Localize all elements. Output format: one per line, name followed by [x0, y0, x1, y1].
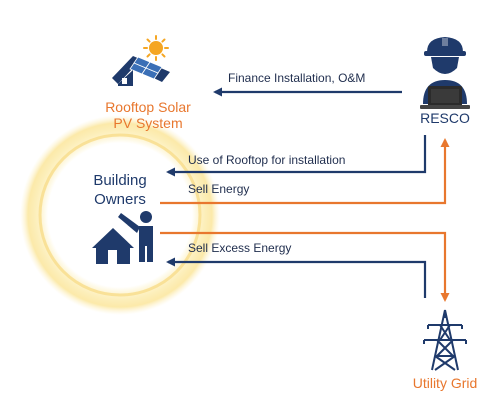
owners-glow-ring	[38, 133, 202, 297]
building-owners-label: Building Owners	[72, 172, 168, 210]
utility-grid-label: Utility Grid	[412, 375, 478, 391]
rooftop-solar-line2: PV System	[113, 115, 183, 131]
sell-energy-flow-label: Sell Energy	[188, 182, 250, 196]
sun-icon	[143, 35, 169, 61]
sell-excess-flow-label: Sell Excess Energy	[188, 241, 292, 255]
building-owners-line1: Building	[93, 172, 147, 189]
rooftop-arrow	[166, 135, 427, 177]
rooftop-solar-label: Rooftop Solar PV System	[98, 100, 198, 130]
rooftop-solar-line1: Rooftop Solar	[105, 99, 191, 115]
resco-label: RESCO	[420, 110, 470, 126]
rooftop-flow-label: Use of Rooftop for installation	[188, 153, 346, 167]
building-owners-line2: Owners	[94, 190, 146, 208]
finance-flow-label: Finance Installation, O&M	[228, 71, 366, 85]
excess-to-grid-arrow	[160, 231, 450, 302]
sell-excess-arrow	[166, 257, 427, 298]
sell-energy-arrow	[160, 138, 450, 205]
